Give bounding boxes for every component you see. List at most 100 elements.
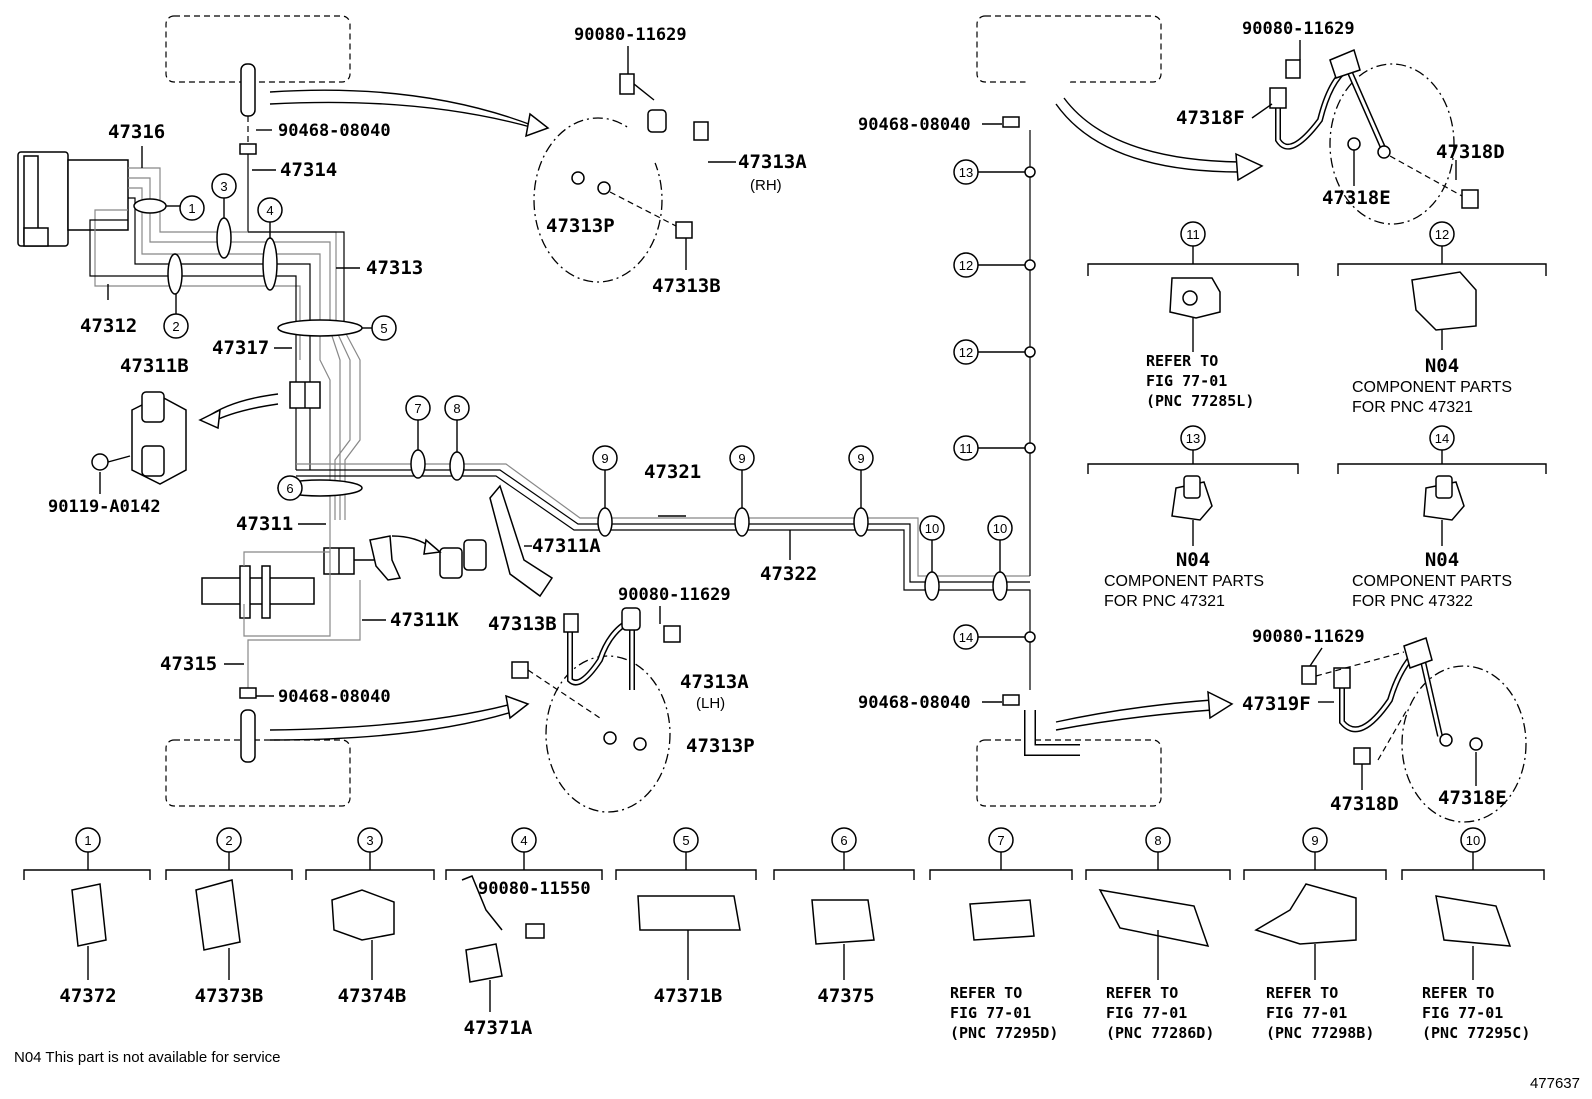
bottom-7-line1: REFER TO: [950, 984, 1022, 1002]
label-47313: 47313: [366, 257, 423, 279]
panel-12-num: 12: [1435, 227, 1449, 242]
panel-12-line1: COMPONENT PARTS: [1352, 379, 1512, 396]
label-90468-rl: 90468-08040: [278, 687, 391, 707]
label-90468-fr: 90468-08040: [858, 115, 971, 135]
fl-hose-end: [240, 63, 256, 117]
bottom-8-line1: REFER TO: [1106, 984, 1178, 1002]
label-lh: (LH): [696, 695, 725, 712]
bottom-9-num: 9: [1311, 833, 1318, 848]
right-panel-13: 13 N04 COMPONENT PARTS FOR PNC 47321: [1104, 425, 1264, 610]
callout-circles: 1 3 4 2 5 6 7 8 9 9 9 10 10 13 12 12 11 …: [163, 159, 1025, 650]
panel-14-code: N04: [1425, 549, 1459, 571]
bottom-panel-3: 3 47374B: [338, 827, 407, 1007]
bracket-47311A: [439, 484, 554, 598]
callout-5: 5: [380, 321, 387, 336]
label-90468-fl: 90468-08040: [278, 121, 391, 141]
callout-1: 1: [188, 201, 195, 216]
bottom-4-num: 4: [520, 833, 527, 848]
bottom-panel-4: 4 90080-11550 47371A: [464, 827, 591, 1039]
clamp-7: [410, 449, 426, 479]
bottom-panel-10: 10 REFER TO FIG 77-01 (PNC 77295C): [1422, 827, 1530, 1042]
label-90080-rh: 90080-11629: [574, 25, 687, 45]
clamp-9c: [853, 507, 869, 537]
bottom-6-num: 6: [840, 833, 847, 848]
right-panel-12: 12 N04 COMPONENT PARTS FOR PNC 47321: [1352, 221, 1512, 416]
label-47315: 47315: [160, 653, 217, 675]
bottom-2-part: 47373B: [195, 985, 264, 1007]
clip-90468-rr: [1002, 694, 1020, 706]
wheel-box-rr: [976, 739, 1162, 807]
wheel-box-rl: [165, 739, 351, 807]
bottom-7-num: 7: [997, 833, 1004, 848]
label-rh: (RH): [750, 177, 782, 194]
clip-90468-fr: [1002, 116, 1020, 128]
label-47317: 47317: [212, 337, 269, 359]
label-47318E-b: 47318E: [1438, 787, 1507, 809]
hose-detail-bottom-right: [1301, 637, 1527, 823]
bottom-4-part: 47371A: [464, 1017, 533, 1039]
label-47321: 47321: [644, 461, 701, 483]
right-panel-brackets: [1087, 246, 1547, 546]
figure-id: 477637: [1530, 1075, 1580, 1092]
bottom-panel-9: 9 REFER TO FIG 77-01 (PNC 77298B): [1266, 827, 1374, 1042]
bottom-panel-7: 7 REFER TO FIG 77-01 (PNC 77295D): [950, 827, 1058, 1042]
hose-detail-top-right: [1269, 48, 1479, 225]
label-47311: 47311: [236, 513, 293, 535]
callout-10b: 10: [993, 521, 1007, 536]
clip-90468-fl: [239, 143, 257, 155]
panel-13-line2: FOR PNC 47321: [1104, 593, 1225, 610]
panel-14-line2: FOR PNC 47322: [1352, 593, 1473, 610]
right-panel-14: 14 N04 COMPONENT PARTS FOR PNC 47322: [1352, 425, 1512, 610]
callout-13: 13: [959, 165, 973, 180]
bottom-3-part: 47374B: [338, 985, 407, 1007]
panel-14-num: 14: [1435, 431, 1449, 446]
callout-9a: 9: [601, 451, 608, 466]
panel-11-line1: REFER TO: [1146, 352, 1218, 370]
callout-9b: 9: [738, 451, 745, 466]
clamp-1: [133, 198, 167, 214]
label-47313A-lh: 47313A: [680, 671, 749, 693]
bottom-10-line1: REFER TO: [1422, 984, 1494, 1002]
panel-11-num: 11: [1186, 227, 1200, 242]
bottom-10-num: 10: [1466, 833, 1480, 848]
label-47314: 47314: [280, 159, 337, 181]
part-labels: 47316 90468-08040 47314 47313 47312 4731…: [48, 19, 1507, 815]
bottom-7-line2: FIG 77-01: [950, 1004, 1031, 1022]
bottom-5-num: 5: [682, 833, 689, 848]
panel-11-line2: FIG 77-01: [1146, 372, 1227, 390]
label-47319F: 47319F: [1242, 693, 1311, 715]
master-cylinder: [201, 520, 402, 690]
hose-detail-rh: [533, 73, 709, 283]
clamp-10b: [992, 571, 1008, 601]
callout-3: 3: [220, 179, 227, 194]
label-47313P-rh: 47313P: [546, 215, 615, 237]
clamp-8: [449, 451, 465, 481]
bottom-4-extra: 90080-11550: [478, 879, 591, 899]
wheel-box-fr: [976, 15, 1162, 83]
callout-12a: 12: [959, 258, 973, 273]
label-90080-lh: 90080-11629: [618, 585, 731, 605]
callout-11: 11: [959, 441, 973, 456]
callout-2: 2: [172, 319, 179, 334]
wheel-box-fl: [165, 15, 351, 83]
label-47313B-rh: 47313B: [652, 275, 721, 297]
label-47316: 47316: [108, 121, 165, 143]
callout-8: 8: [453, 401, 460, 416]
callout-7: 7: [414, 401, 421, 416]
bottom-9-line1: REFER TO: [1266, 984, 1338, 1002]
bottom-8-line2: FIG 77-01: [1106, 1004, 1187, 1022]
label-47311K: 47311K: [390, 609, 459, 631]
bottom-panel-brackets: [23, 852, 1545, 1012]
callout-10a: 10: [925, 521, 939, 536]
brake-actuator: [17, 151, 129, 247]
label-47318D-b: 47318D: [1330, 793, 1399, 815]
bottom-panel-2: 2 47373B: [195, 827, 264, 1007]
label-47312: 47312: [80, 315, 137, 337]
panel-13-code: N04: [1176, 549, 1210, 571]
clamp-9b: [734, 507, 750, 537]
bottom-8-line3: (PNC 77286D): [1106, 1024, 1214, 1042]
label-47313P-lh: 47313P: [686, 735, 755, 757]
callout-4: 4: [266, 203, 273, 218]
